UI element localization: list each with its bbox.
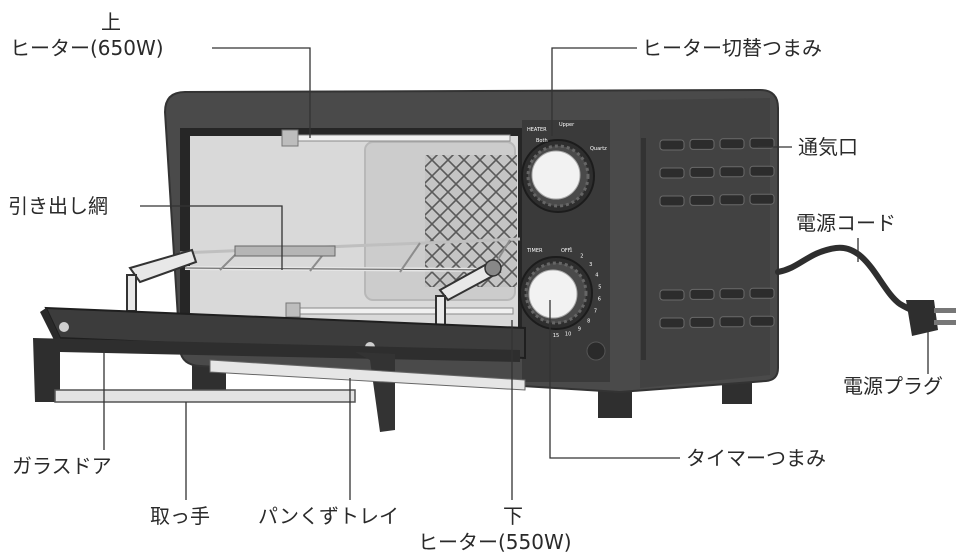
vent-slot	[749, 287, 775, 299]
lower-heater-element	[287, 307, 514, 315]
label-heater-switch-knob: ヒーター切替つまみ	[642, 36, 822, 60]
vent-slot	[689, 194, 715, 206]
timer-knob[interactable]	[519, 256, 593, 330]
panel-heater-label: HEATER	[527, 127, 547, 133]
vent-slot	[719, 138, 745, 150]
crumb-tray[interactable]	[209, 359, 526, 391]
label-vent: 通気口	[798, 135, 858, 159]
label-power-plug: 電源プラグ	[843, 374, 943, 398]
power-plug	[906, 300, 956, 336]
timer-mark: 8	[587, 318, 590, 324]
vent-slot	[689, 316, 715, 328]
vent-slot	[749, 137, 775, 149]
label-upper-heater-top: 上	[101, 10, 121, 34]
door-frame	[33, 338, 520, 402]
power-lamp	[586, 341, 606, 361]
vent-slot	[719, 166, 745, 178]
leader-lines	[103, 47, 929, 500]
timer-mark: 10	[565, 331, 571, 337]
timer-mark: 15	[553, 333, 559, 339]
pull-out-rack[interactable]	[179, 237, 521, 273]
panel-heater-opt-3: Quartz	[590, 146, 607, 152]
vent-slot	[719, 288, 745, 300]
vent-slot	[749, 193, 775, 205]
interior-grill	[425, 155, 517, 287]
vent-slot	[749, 165, 775, 177]
rack-arms	[126, 248, 502, 331]
timer-mark: 2	[580, 253, 583, 259]
vent-slot	[659, 167, 685, 179]
lower-heater-clip	[285, 302, 301, 318]
vent-slot	[719, 316, 745, 328]
vent-slot	[719, 194, 745, 206]
label-glass-door: ガラスドア	[12, 454, 112, 478]
label-pull-out-rack: 引き出し網	[8, 194, 108, 218]
timer-mark: 6	[598, 297, 601, 303]
vent-slot	[659, 317, 685, 329]
timer-mark: 9	[578, 326, 581, 332]
label-lower-heater-top: 下	[503, 504, 523, 528]
vent-slots	[659, 137, 775, 329]
power-cord	[775, 244, 925, 315]
label-crumb-tray: パンくずトレイ	[258, 504, 399, 528]
panel-timer-label: TIMER	[526, 248, 543, 254]
timer-mark: 1	[569, 248, 572, 254]
upper-heater-clip	[281, 129, 299, 147]
timer-mark: 7	[594, 308, 597, 314]
vent-slot	[659, 139, 685, 151]
vent-slot	[689, 166, 715, 178]
vent-slot	[689, 138, 715, 150]
timer-mark: 4	[595, 273, 598, 279]
label-upper-heater: ヒーター(650W)	[10, 36, 164, 60]
vent-slot	[689, 288, 715, 300]
panel-heater-opt-2: Both	[536, 138, 548, 144]
label-handle: 取っ手	[150, 504, 210, 528]
vent-slot	[659, 195, 685, 207]
timer-mark: 5	[598, 284, 601, 290]
vent-slot	[749, 315, 775, 327]
timer-mark: 3	[589, 262, 592, 268]
door-handle[interactable]	[54, 389, 356, 403]
panel-timer-off: OFF	[561, 248, 571, 254]
label-power-cord: 電源コード	[796, 211, 896, 235]
label-timer-knob: タイマーつまみ	[686, 446, 826, 470]
heater-knob[interactable]	[521, 139, 595, 213]
panel-heater-opt-1: Upper	[559, 122, 575, 128]
side-seam	[641, 138, 646, 360]
upper-heater-element	[281, 134, 511, 142]
label-lower-heater: ヒーター(550W)	[418, 530, 572, 554]
vent-slot	[659, 289, 685, 301]
